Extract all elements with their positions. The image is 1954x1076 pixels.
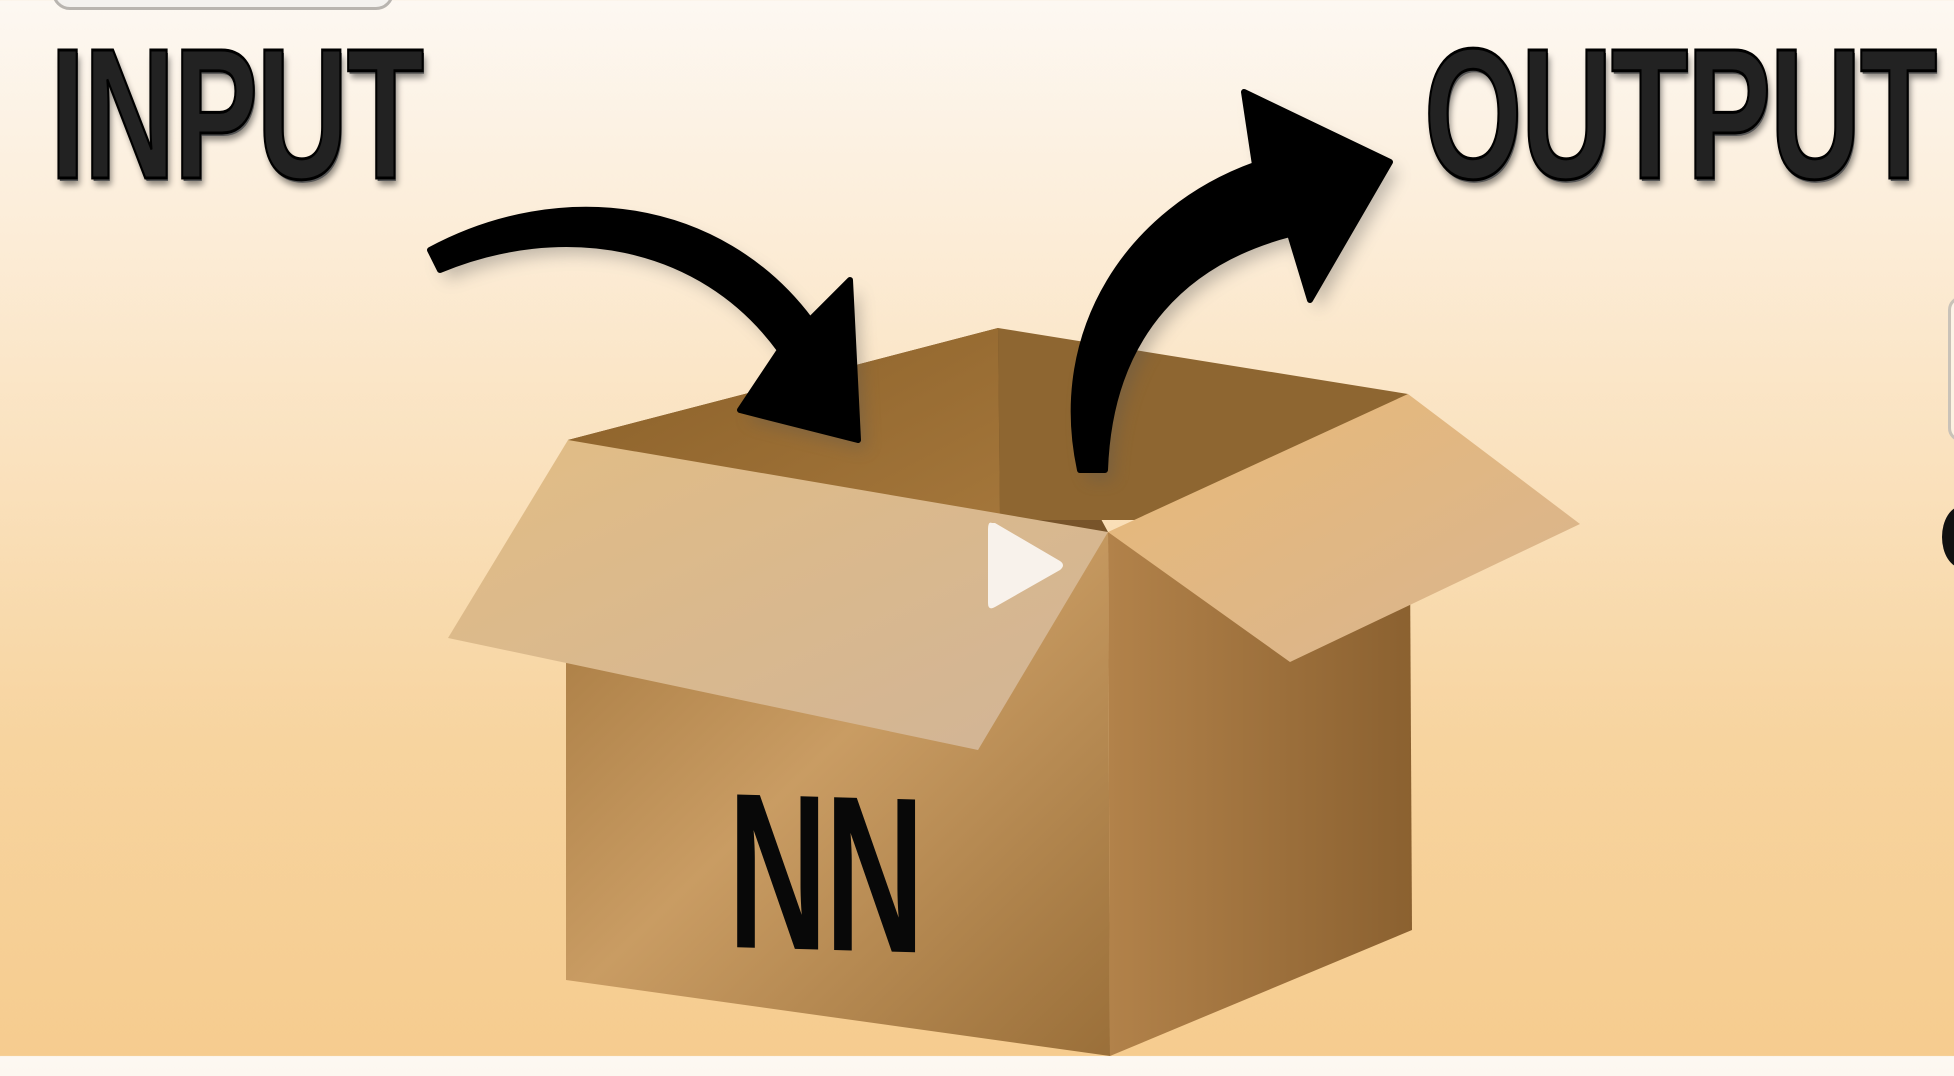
side-panel[interactable]: [1948, 296, 1954, 442]
box-label: NN: [728, 747, 922, 1001]
input-arrow: [427, 206, 861, 443]
box-left-flap: [448, 440, 1108, 750]
box-right-flap: [1108, 394, 1580, 662]
play-icon: [988, 522, 1063, 609]
input-label: INPUT: [49, 11, 425, 218]
box-right-side: [1108, 532, 1412, 1056]
play-button[interactable]: [960, 505, 1080, 625]
output-label: OUTPUT: [1423, 11, 1938, 218]
bottom-caption-partial: [740, 1036, 1300, 1076]
bottom-caption-mark: [740, 1036, 1244, 1076]
output-arrow: [1070, 89, 1393, 473]
side-avatar[interactable]: [1942, 506, 1954, 568]
